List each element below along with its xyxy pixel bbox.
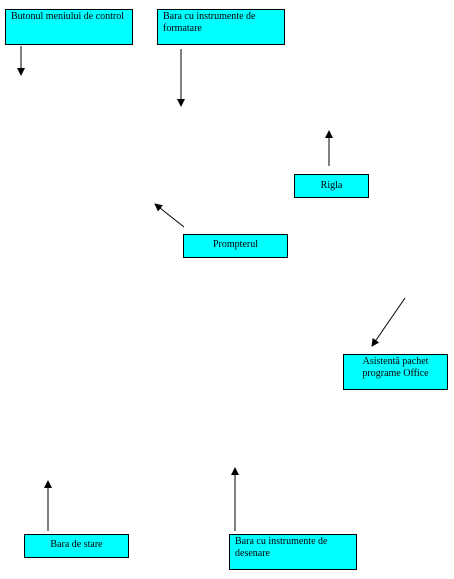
callout-formatting-toolbar: Bara cu instrumente de formatare bbox=[157, 9, 285, 45]
callout-prompter: Prompterul bbox=[183, 234, 288, 258]
arrow-prompter bbox=[154, 203, 185, 228]
callout-office-assistant: Asistentă pachet programe Office bbox=[343, 354, 448, 390]
callout-ruler: Rigla bbox=[294, 174, 369, 198]
callout-drawing-toolbar: Bara cu instrumente de desenare bbox=[229, 534, 357, 570]
callout-status-bar: Bara de stare bbox=[24, 534, 129, 558]
callout-control-menu-button: Butonul meniului de control bbox=[5, 9, 133, 45]
arrow-office-assistant bbox=[371, 297, 406, 347]
